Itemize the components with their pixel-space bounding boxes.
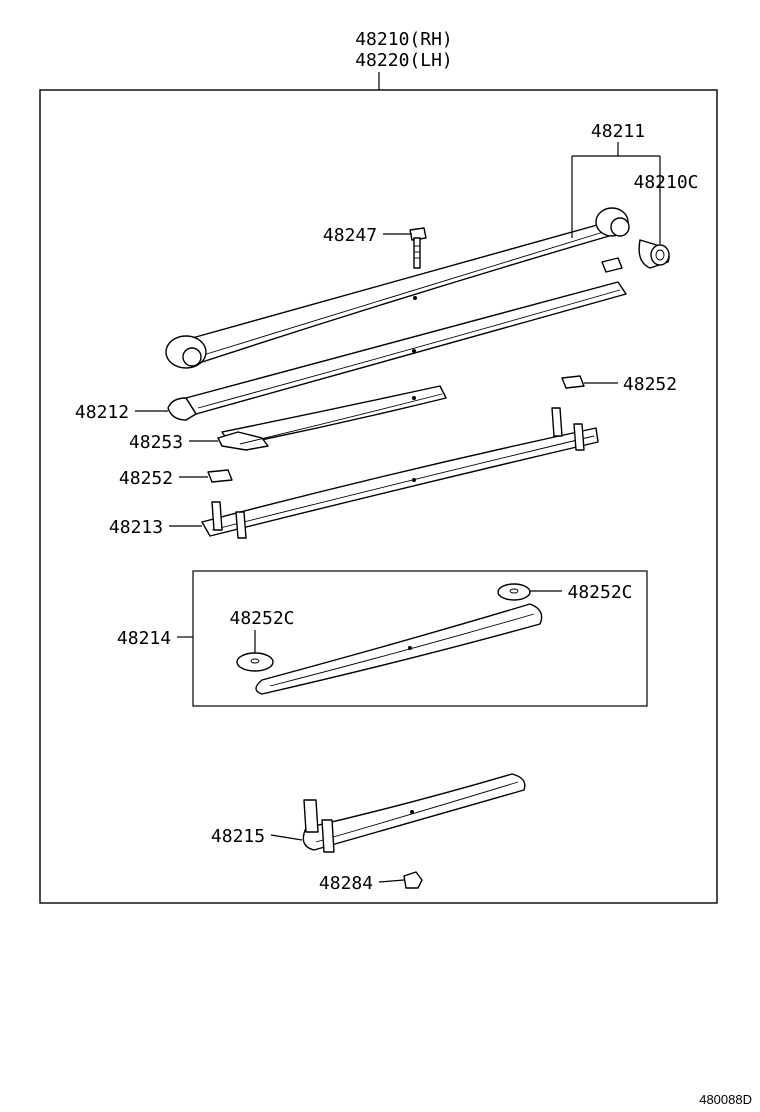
pad-48252-left	[207, 469, 233, 483]
nut-48284	[403, 871, 423, 889]
leader-48284	[378, 879, 405, 883]
diagram-code: 480088D	[699, 1092, 752, 1107]
second-leaf-48212	[167, 281, 627, 421]
pad-48252-right	[561, 375, 585, 389]
assembly-label-lh: 48220(LH)	[355, 50, 453, 71]
callout-48252-left: 48252	[119, 468, 173, 489]
callout-48252-right: 48252	[623, 374, 677, 395]
assembly-label-rh: 48210(RH)	[355, 29, 453, 50]
callout-48212: 48212	[75, 402, 129, 423]
leader-48211	[571, 142, 661, 244]
bushing-48210C	[638, 239, 670, 269]
assembly-frame	[39, 89, 718, 904]
group-frame-48214	[192, 570, 648, 707]
callout-48247: 48247	[323, 225, 377, 246]
callout-48214: 48214	[117, 628, 171, 649]
callout-48284: 48284	[319, 873, 373, 894]
leaf-48213	[201, 407, 599, 539]
leader-48215	[270, 834, 303, 841]
callout-48211: 48211	[591, 121, 645, 142]
center-bolt-48247	[409, 227, 427, 269]
callout-48215: 48215	[211, 826, 265, 847]
callout-48252C-right: 48252C	[567, 582, 632, 603]
main-leaf-48211	[165, 207, 630, 369]
leaf-48214	[236, 583, 543, 695]
leaf-48215	[302, 773, 526, 853]
pad-top	[601, 257, 623, 273]
callout-48210C: 48210C	[633, 172, 698, 193]
callout-48252C-left: 48252C	[229, 608, 294, 629]
spacer-leaf-48253	[217, 385, 447, 451]
callout-48213: 48213	[109, 517, 163, 538]
callout-48253: 48253	[129, 432, 183, 453]
